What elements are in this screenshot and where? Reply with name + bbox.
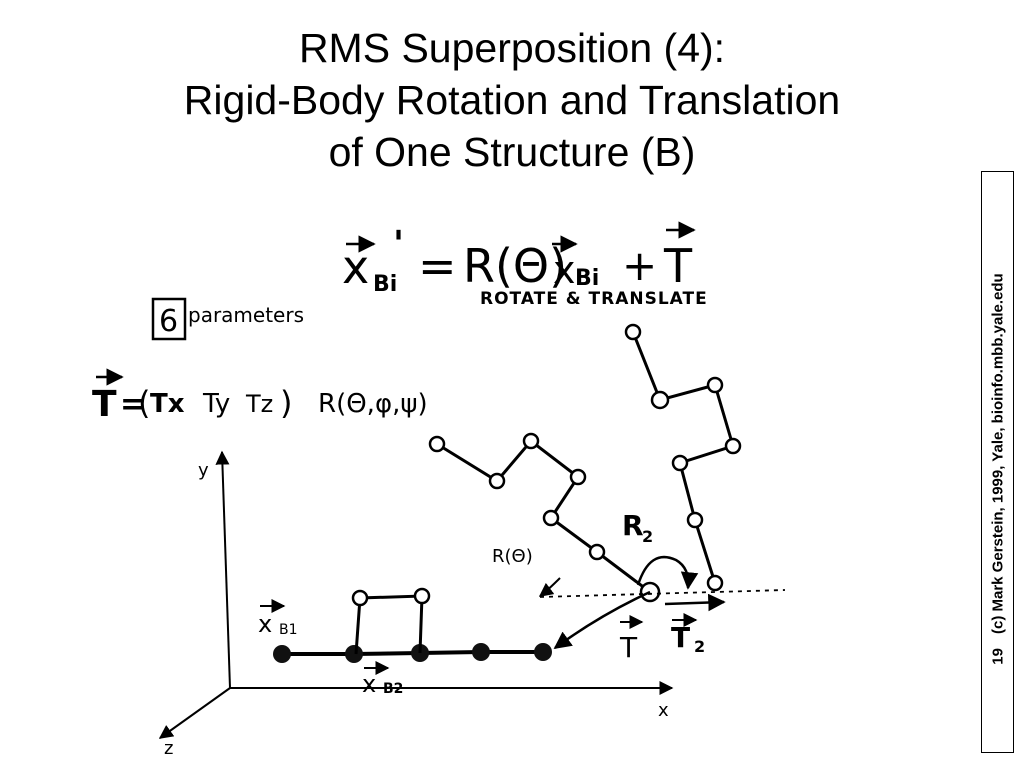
label-r2-sub: 2 bbox=[642, 527, 653, 546]
atom-filled bbox=[534, 643, 552, 661]
t-vector-tx: Tx bbox=[150, 389, 185, 419]
axes: y x z bbox=[158, 450, 674, 759]
atom-open bbox=[686, 511, 704, 529]
structure-b-translated bbox=[624, 323, 742, 603]
rotation-arrow-r-theta bbox=[538, 577, 561, 597]
y-axis-label: y bbox=[198, 460, 209, 481]
title-line-2: Rigid-Body Rotation and Translation bbox=[183, 77, 841, 123]
y-axis bbox=[215, 450, 231, 689]
atom-open bbox=[542, 509, 560, 527]
t-vector-tz: Tz bbox=[245, 390, 273, 418]
atom-filled bbox=[273, 645, 291, 663]
t-vector-close: ) bbox=[280, 384, 292, 422]
atom-open bbox=[724, 437, 742, 455]
atom-open bbox=[624, 323, 642, 341]
label-xb2-sub: B2 bbox=[383, 681, 403, 697]
t-vector-eq: = bbox=[120, 387, 145, 422]
atom-open bbox=[522, 432, 540, 450]
equation: x Bi ' = R(Θ) x Bi + T bbox=[342, 221, 696, 297]
translation-arrow-t2 bbox=[664, 593, 726, 612]
label-t: T bbox=[619, 631, 638, 664]
atom-filled bbox=[472, 643, 490, 661]
equation-lhs: x bbox=[342, 240, 369, 294]
fragment-bonds bbox=[354, 594, 424, 655]
structure-b-rotated bbox=[428, 432, 651, 594]
equation-vec: x bbox=[553, 248, 576, 292]
title-line-1: RMS Superposition (4): bbox=[298, 25, 726, 71]
atom-open bbox=[706, 376, 724, 394]
atom-open bbox=[569, 468, 587, 486]
label-r2: R bbox=[622, 509, 644, 542]
structure-a bbox=[273, 643, 552, 663]
atom-open bbox=[706, 574, 724, 592]
t-vector-lhs: T bbox=[92, 384, 117, 425]
t-vector-open: ( bbox=[138, 384, 150, 422]
z-axis-label: z bbox=[164, 738, 173, 759]
equation-plus: + bbox=[622, 241, 657, 290]
copyright-sidebar: 19(c) Mark Gerstein, 1999, Yale, bioinfo… bbox=[981, 171, 1014, 753]
label-xb1: x bbox=[258, 610, 272, 638]
label-xb1-sub: B1 bbox=[279, 622, 298, 638]
equation-rotation: R(Θ) bbox=[463, 239, 567, 293]
title-line-3: of One Structure (B) bbox=[328, 129, 696, 175]
equation-translation: T bbox=[663, 239, 693, 293]
label-t2-sub: 2 bbox=[694, 637, 705, 656]
atom-open bbox=[428, 435, 446, 453]
dashed-reference-line bbox=[539, 589, 786, 598]
slide-title: RMS Superposition (4): Rigid-Body Rotati… bbox=[0, 22, 1024, 178]
atom-open bbox=[650, 390, 670, 410]
x-axis-label: x bbox=[658, 700, 669, 721]
t-vector-ty: Ty bbox=[202, 389, 230, 419]
atom-filled bbox=[345, 645, 363, 663]
atom-open bbox=[671, 454, 689, 472]
label-r-theta: R(Θ) bbox=[492, 546, 533, 567]
label-xb2: x bbox=[362, 670, 376, 698]
translation-arrow-t bbox=[553, 590, 651, 650]
atom-open bbox=[351, 589, 369, 607]
structure-b-fragment bbox=[351, 587, 431, 655]
equation-vec-sub: Bi bbox=[575, 266, 599, 291]
equation-prime: ' bbox=[393, 224, 404, 265]
param-word: parameters bbox=[188, 303, 304, 327]
param-count-box bbox=[151, 297, 187, 341]
rotation-arrow-r2 bbox=[636, 555, 699, 590]
atom-open bbox=[488, 472, 506, 490]
equation-lhs-sub: Bi bbox=[373, 272, 397, 297]
label-t2: T bbox=[671, 621, 690, 654]
caption-rotate-translate: ROTATE & TRANSLATE bbox=[480, 289, 708, 309]
r-params: R(Θ,φ,ψ) bbox=[318, 389, 428, 419]
atom-open bbox=[413, 587, 431, 605]
param-count: 6 bbox=[159, 304, 178, 339]
atom-open bbox=[588, 543, 606, 561]
z-axis bbox=[158, 687, 231, 739]
equation-equals: = bbox=[418, 239, 457, 293]
